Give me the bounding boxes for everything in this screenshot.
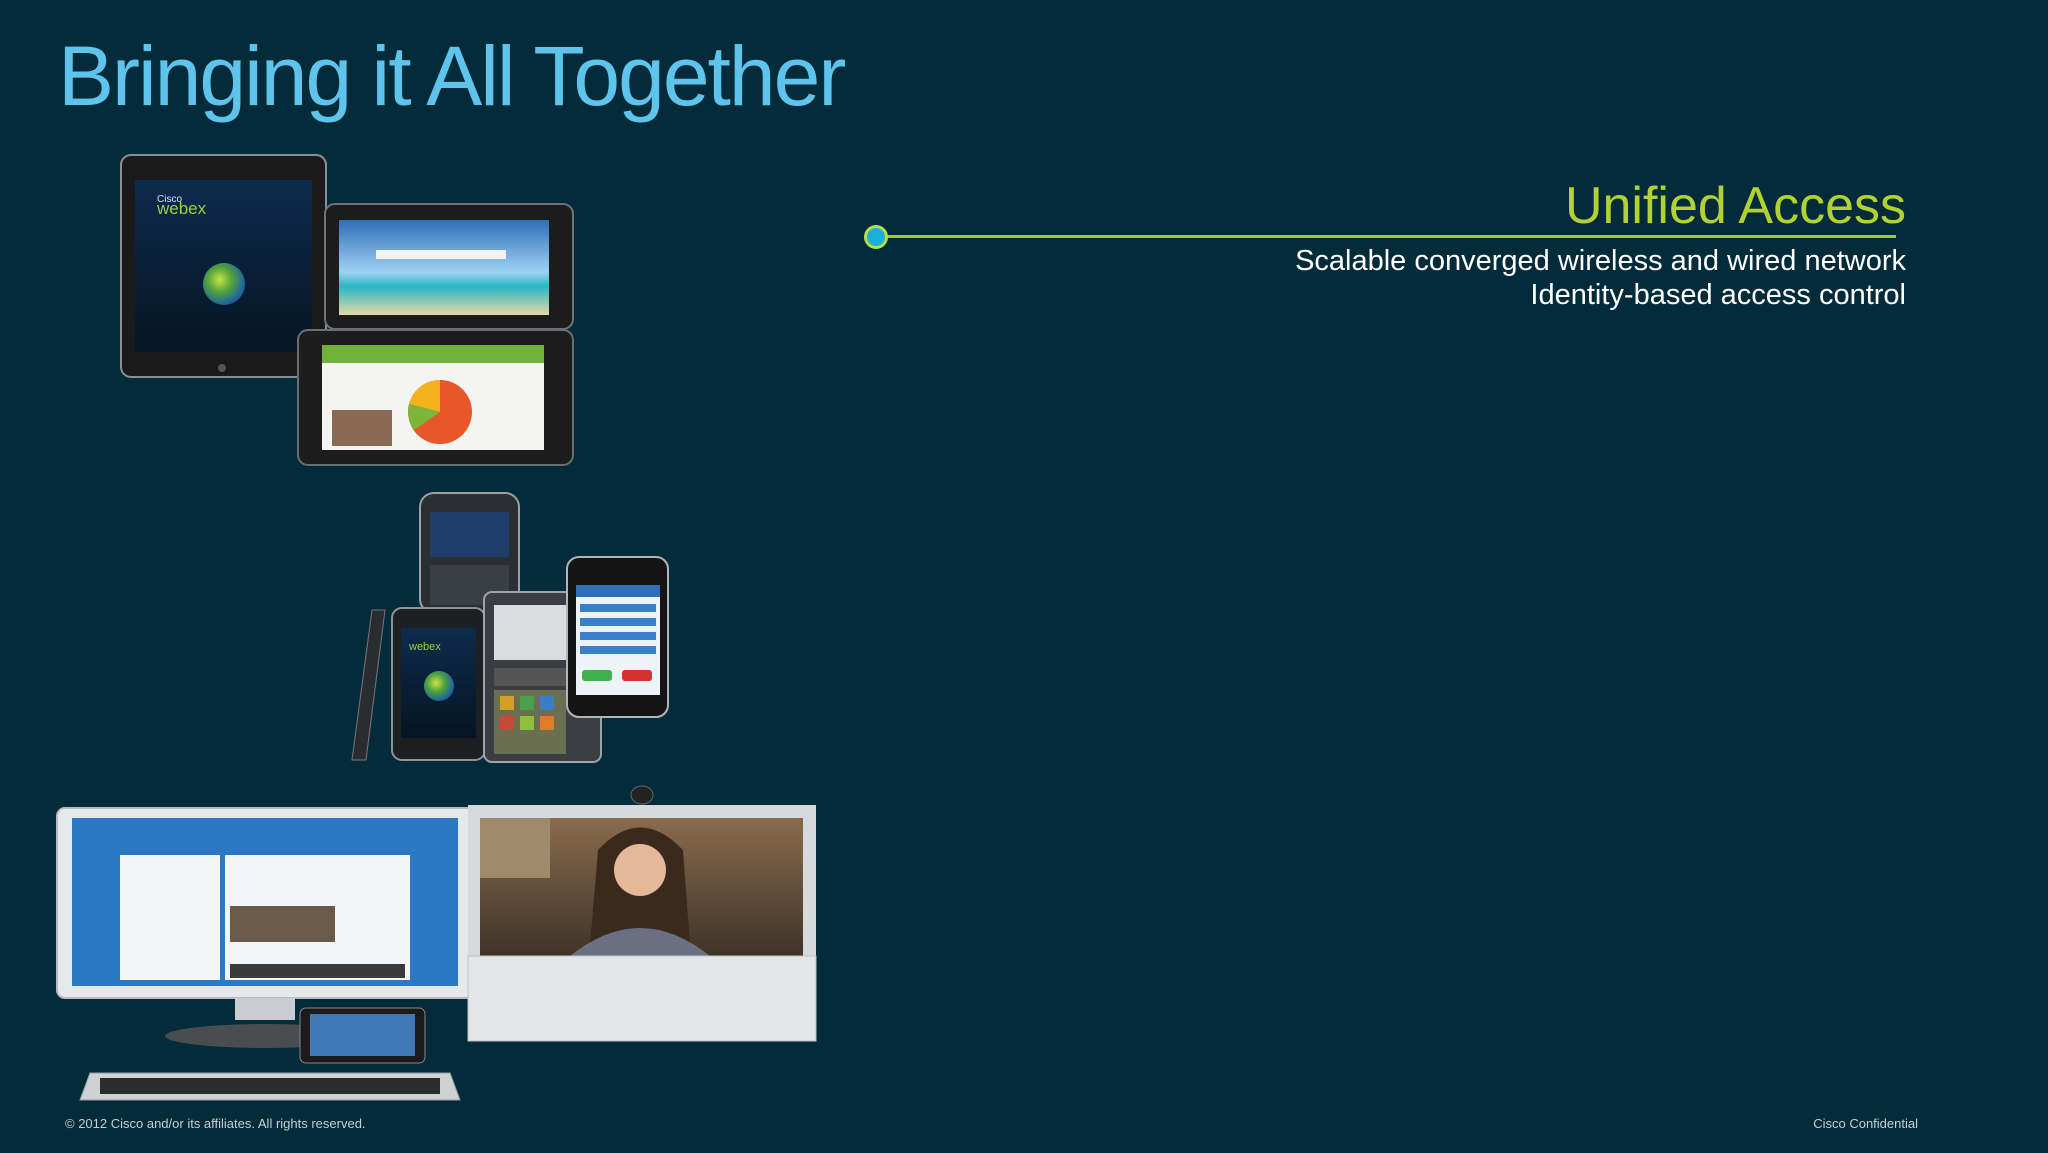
- phone-brand: webex: [408, 641, 441, 653]
- tablet-webex: Cisco webex: [120, 154, 327, 378]
- phone-webex: webex: [391, 607, 486, 761]
- telepresence-unit: [467, 785, 817, 1042]
- phone-iphone: [566, 556, 669, 718]
- callout-connector-line: [876, 235, 1896, 238]
- callout-dot-icon: [864, 225, 888, 249]
- phone-slim: [351, 609, 386, 761]
- tablet-brand-small: Cisco: [157, 194, 182, 205]
- callout-description: Scalable converged wireless and wired ne…: [1295, 244, 1906, 312]
- slide-title: Bringing it All Together: [58, 29, 846, 123]
- tablet-chart: [297, 329, 574, 466]
- callout-line-1: Scalable converged wireless and wired ne…: [1295, 245, 1906, 277]
- desktop-computer: [56, 807, 476, 1101]
- callout-line-2: Identity-based access control: [1530, 279, 1906, 311]
- tablet-brand: webex: [156, 199, 207, 218]
- devices-illustration: Cisco webex webex: [56, 154, 817, 1101]
- webex-globe-icon: [203, 263, 245, 305]
- footer-copyright: © 2012 Cisco and/or its affiliates. All …: [65, 1116, 366, 1131]
- tablet-beach: [324, 203, 574, 330]
- footer-classification: Cisco Confidential: [1813, 1116, 1918, 1131]
- webex-globe-icon: [424, 671, 454, 701]
- callout-heading: Unified Access: [1564, 177, 1906, 235]
